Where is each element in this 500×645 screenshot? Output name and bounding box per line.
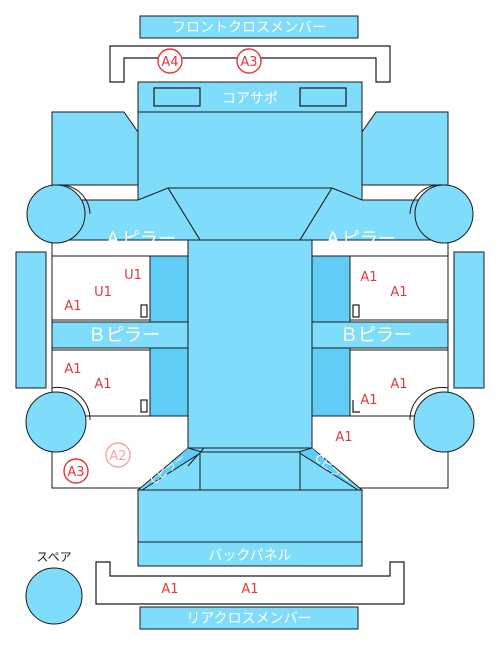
spare-label: スペア [36,550,71,564]
code-circle [157,48,183,74]
radiator-support: コアサポ [137,81,363,113]
b-pillar-left-label: Ｂピラー [88,325,160,346]
damage-code: A3 [240,55,257,70]
front-left-apron [51,111,139,186]
left-side-rail [15,251,47,389]
headlight-left [153,87,201,107]
headlight-right [299,87,347,107]
front-right-door [349,255,449,321]
damage-code: A1 [64,362,81,377]
rear-right-wheel-icon [409,386,475,453]
damage-code: A3 [67,465,84,480]
right-side-rail [453,251,485,389]
back-panel: バックパネル [137,489,363,567]
damage-code: A1 [360,270,377,285]
spare-tire: スペア [25,550,83,625]
damage-code: A1 [390,285,407,300]
rear-cross-member-label: リアクロスメンバー [186,611,311,627]
a-pillar-right: Ａピラー [299,187,449,250]
front-right-wheel-icon [409,184,474,244]
a-pillar-right-label: Ａピラー [324,229,396,250]
damage-code: A1 [360,393,377,408]
rear-member-bracket [95,561,405,605]
cabin-floor [137,187,363,449]
damage-code: U1 [94,285,112,300]
damage-codes: A4 A3 U1 U1 A1 A1 A1 A2 A3 A1 A1 A1 A1 A… [63,48,408,597]
front-cross-member: フロントクロスメンバー [139,15,359,39]
rear-left-wheel-icon [25,386,91,453]
front-cross-member-label: フロントクロスメンバー [172,20,326,36]
damage-code: A1 [161,582,178,597]
damage-code: A1 [241,582,258,597]
damage-code: A1 [335,430,352,445]
back-panel-label: バックパネル [208,548,291,564]
damage-code: A1 [94,377,111,392]
a-pillar-left: Ａピラー [51,187,201,250]
damage-code: A2 [109,449,126,464]
rear-cross-member: リアクロスメンバー [139,606,359,630]
b-pillar-left: Ｂピラー [51,321,189,349]
b-pillar-right-label: Ｂピラー [340,325,412,346]
radiator-support-label: コアサポ [222,91,278,107]
front-left-wheel-icon [26,184,91,244]
spare-tire-icon [25,567,83,625]
damage-code: A1 [64,299,81,314]
rear-trunk-area: Cピラー Cピラー [136,447,364,491]
b-pillar-right: Ｂピラー [311,321,449,349]
floor-panel [187,239,313,449]
front-left-door [51,255,151,321]
code-circle [236,48,262,74]
code-circle [63,458,89,484]
latch-mark [140,399,148,413]
trunk-floor [199,451,301,491]
front-right-apron [361,111,449,186]
latch-mark [140,304,148,318]
latch-mark [352,400,360,413]
latch-mark [352,304,360,318]
damage-code: A4 [161,55,178,70]
damage-code: A1 [390,377,407,392]
a-pillar-left-label: Ａピラー [104,229,176,250]
damage-code: U1 [124,268,142,283]
code-circle [105,442,131,468]
